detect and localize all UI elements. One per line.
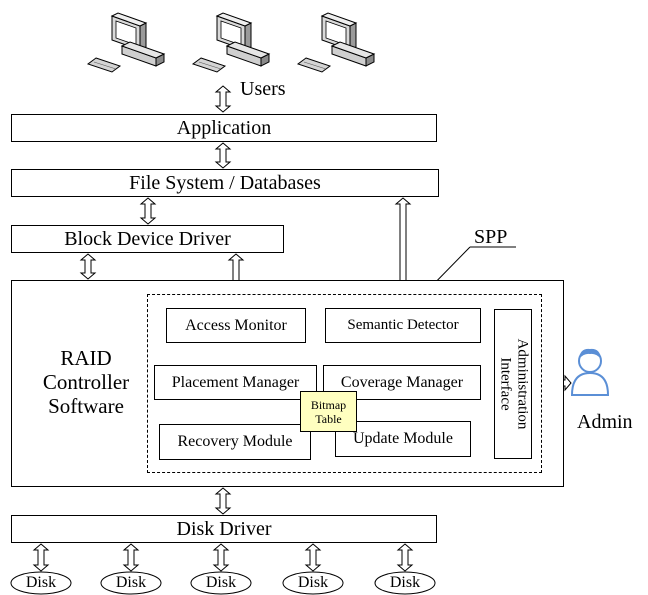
bitmap-table-box: Bitmap Table — [300, 391, 357, 432]
disk-group — [10, 571, 436, 595]
users-application-arrow — [214, 85, 232, 113]
diskdriver-disk-arrow — [212, 543, 230, 572]
spp-label: SPP — [474, 226, 508, 248]
disk-label: Disk — [115, 574, 147, 591]
administration-interface-box: Administration Interface — [494, 309, 532, 459]
disk-label: Disk — [205, 574, 237, 591]
access-monitor-box: Access Monitor — [166, 308, 306, 343]
user-computer-icon — [297, 12, 375, 73]
disk-ellipse — [190, 571, 252, 595]
spp-region — [147, 294, 542, 473]
placement-manager-box: Placement Manager — [154, 365, 317, 400]
blockdriver-raid-arrow — [79, 253, 97, 280]
disk-ellipse — [100, 571, 162, 595]
application-layer: Application — [11, 114, 437, 142]
diskdriver-disk-arrow — [304, 543, 322, 572]
filesystem-layer: File System / Databases — [11, 169, 439, 197]
disk-ellipse — [282, 571, 344, 595]
diskdriver-disk-arrow — [32, 543, 50, 572]
admin-label: Admin — [577, 411, 633, 433]
bitmap-label-line1: Bitmap — [310, 397, 347, 412]
admin-if-line2: Interface — [497, 357, 514, 411]
bitmap-label-line2: Table — [315, 411, 342, 426]
semantic-detector-box: Semantic Detector — [325, 308, 481, 343]
admin-person-icon — [570, 348, 610, 396]
diskdriver-disk-arrow — [122, 543, 140, 572]
diskdriver-disk-arrow — [396, 543, 414, 572]
update-module-box: Update Module — [335, 421, 471, 457]
user-computer-icon — [87, 12, 165, 73]
users-label: Users — [240, 78, 286, 100]
disk-ellipse — [10, 571, 72, 595]
disk-label: Disk — [25, 574, 57, 591]
disk-ellipse — [374, 571, 436, 595]
raid-label-line3: Software — [48, 394, 124, 418]
application-filesystem-arrow — [214, 142, 232, 169]
administration-interface-label: Administration Interface — [496, 339, 530, 430]
filesystem-blockdriver-arrow — [139, 197, 157, 225]
user-computer-icon — [192, 12, 270, 73]
block-device-driver-layer: Block Device Driver — [11, 225, 284, 253]
raid-label-line1: RAID — [60, 346, 112, 370]
raid-diskdriver-arrow — [214, 487, 232, 515]
disk-label: Disk — [297, 574, 329, 591]
disk-driver-layer: Disk Driver — [11, 515, 437, 543]
raid-controller-label: RAID Controller Software — [26, 346, 146, 418]
raid-label-line2: Controller — [42, 370, 130, 394]
admin-if-line1: Administration — [514, 338, 531, 430]
recovery-module-box: Recovery Module — [159, 424, 311, 460]
disk-label: Disk — [389, 574, 421, 591]
